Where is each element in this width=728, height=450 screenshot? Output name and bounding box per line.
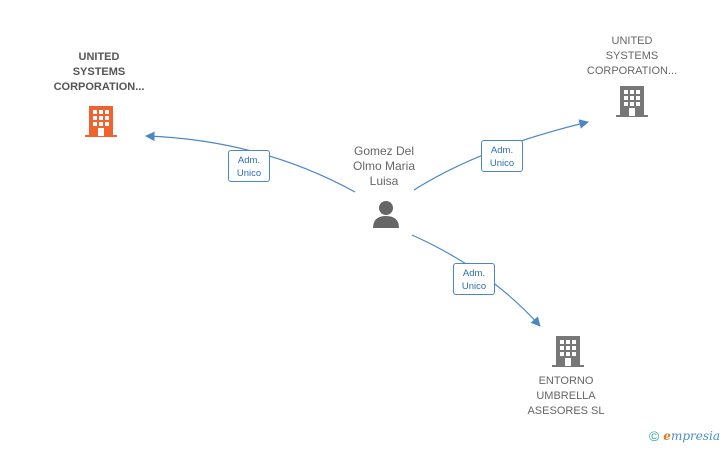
badge-line1: Adm. (462, 268, 486, 279)
badge-line1: Adm. (237, 155, 261, 166)
building-icon[interactable] (615, 84, 649, 118)
edge-badge-company-main[interactable]: Adm. Unico (228, 150, 270, 182)
badge-line1: Adm. (490, 145, 514, 156)
badge-line2: Unico (489, 158, 515, 169)
brand-logo-e: e (663, 429, 671, 443)
copyright-symbol: © (648, 428, 660, 444)
badge-line2: Unico (461, 281, 487, 292)
edge-badge-company-top-right[interactable]: Adm. Unico (481, 140, 523, 172)
company-bottom-label[interactable]: ENTORNO UMBRELLA ASESORES SL (527, 375, 605, 417)
building-icon[interactable] (551, 334, 585, 368)
edge-badge-company-bottom[interactable]: Adm. Unico (453, 263, 495, 295)
company-top-right-label[interactable]: UNITED SYSTEMS CORPORATION... (586, 35, 678, 77)
brand-logo[interactable]: empresia (663, 429, 720, 443)
badge-line2: Unico (236, 168, 262, 179)
person-label[interactable]: Gomez Del Olmo Maria Luisa (352, 144, 415, 188)
company-main-label[interactable]: UNITED SYSTEMS CORPORATION... (53, 51, 145, 93)
person-icon[interactable] (371, 199, 401, 229)
building-icon[interactable] (84, 104, 118, 138)
footer-brand[interactable]: © empresia (649, 428, 720, 444)
brand-logo-text: mpresia (670, 429, 720, 443)
